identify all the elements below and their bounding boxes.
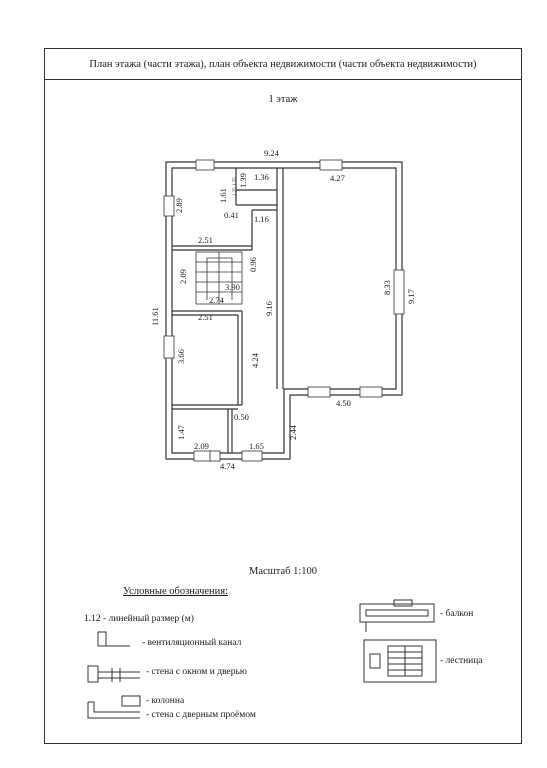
dim-366: 3.66 <box>176 349 186 364</box>
dim-424: 4.24 <box>250 352 260 368</box>
dimension-labels: 9.24 1.36 4.27 1.61 1.39 1.25 1.25 2.89 … <box>150 148 416 471</box>
dim-917: 9.17 <box>406 289 416 304</box>
dim-450: 4.50 <box>336 398 351 408</box>
dim-251b: 2.51 <box>198 312 213 322</box>
floor-label: 1 этаж <box>268 94 298 105</box>
plan-walls <box>165 161 403 460</box>
dim-833: 8.33 <box>382 280 392 295</box>
dim-096: 0.96 <box>248 257 258 272</box>
dim-289: 2.89 <box>174 198 184 213</box>
windows <box>163 159 405 462</box>
legend-vent: - вентиляционный канал <box>142 638 242 648</box>
dim-136: 1.36 <box>254 172 269 182</box>
sheet-header: План этажа (части этажа), план объекта н… <box>45 49 521 80</box>
column-symbol <box>121 695 141 707</box>
dim-209a: 2.09 <box>178 269 188 284</box>
dim-147: 1.47 <box>176 425 186 440</box>
dim-041: 0.41 <box>224 210 239 220</box>
balcony-symbol <box>359 603 435 623</box>
dim-427: 4.27 <box>330 173 345 183</box>
outer-wall-inner <box>171 167 397 454</box>
dim-050: 0.50 <box>234 412 249 422</box>
stairs <box>195 251 243 305</box>
legend-stairs: - лестница <box>440 656 483 666</box>
drawing-frame: План этажа (части этажа), план объекта н… <box>44 48 522 744</box>
dim-244: 2.44 <box>288 424 298 440</box>
legend-wall-window: - стена с окном и дверью <box>146 667 247 677</box>
dim-251a: 2.51 <box>198 235 213 245</box>
dim-116: 1.16 <box>254 214 269 224</box>
legend-wall-doorway: - стена с дверным проёмом <box>146 710 256 720</box>
dim-916: 9.16 <box>264 301 274 316</box>
legend-balcony: - балкон <box>440 609 474 619</box>
dim-209b: 2.09 <box>194 441 209 451</box>
dim-390: 3.90 <box>225 282 240 292</box>
dim-161: 1.61 <box>218 188 228 203</box>
outer-wall <box>165 161 403 460</box>
legend-title: Условные обозначения: <box>123 586 229 597</box>
dim-top-total: 9.24 <box>264 148 280 158</box>
header-title: План этажа (части этажа), план объекта н… <box>89 58 477 70</box>
legend-column: - колонна <box>146 696 185 706</box>
dim-274: 2.74 <box>209 295 225 305</box>
dim-1161: 11.61 <box>150 307 160 326</box>
dim-vent: 1.25 1.25 <box>233 177 238 196</box>
scale-label: Масштаб 1:100 <box>248 566 317 577</box>
legend-symbols <box>87 599 437 719</box>
dim-139: 1.39 <box>238 173 248 188</box>
stairs-symbol <box>363 639 437 683</box>
dim-474: 4.74 <box>220 461 236 471</box>
vent-symbol <box>97 631 107 647</box>
legend-linear: 1.12 - линейный размер (м) <box>84 614 194 624</box>
dim-165: 1.65 <box>249 441 264 451</box>
